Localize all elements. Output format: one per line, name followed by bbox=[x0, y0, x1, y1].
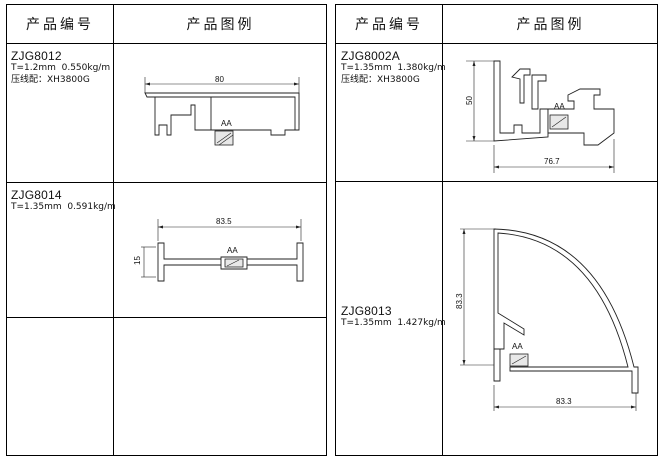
column-divider bbox=[442, 5, 443, 455]
row-divider bbox=[7, 182, 326, 183]
row-divider bbox=[7, 43, 326, 44]
height-dim-label: 15 bbox=[133, 256, 142, 265]
header-product-code: 产品编号 bbox=[355, 17, 423, 33]
width-dim-label: 76.7 bbox=[544, 157, 560, 166]
product-spec: T=1.35mm 1.427kg/m bbox=[341, 318, 446, 328]
product-spec: T=1.2mm 0.550kg/m bbox=[11, 63, 111, 73]
profile-drawing-zjg8013: 83.3 AA 83.3 bbox=[455, 228, 639, 411]
left-product-table: 产品编号 产品图例 ZJG8012 T=1.2mm 0.550kg/m 压线配：… bbox=[6, 4, 327, 456]
insert-label: AA bbox=[512, 342, 523, 351]
product-spec-press: 压线配：XH3800G bbox=[11, 75, 90, 85]
row-divider bbox=[7, 317, 326, 318]
row-divider bbox=[336, 181, 657, 182]
product-code: ZJG8013 bbox=[341, 304, 392, 318]
profile-drawing-zjg8014: 83.5 15 AA bbox=[133, 217, 304, 282]
width-dim-label: 83.5 bbox=[216, 217, 232, 226]
header-product-code: 产品编号 bbox=[26, 17, 94, 33]
right-product-table: 产品编号 产品图例 ZJG8002A T=1.35mm 1.380kg/m 压线… bbox=[335, 4, 658, 456]
row-divider bbox=[336, 43, 657, 44]
height-dim-label: 50 bbox=[465, 96, 474, 105]
product-spec: T=1.35mm 0.591kg/m bbox=[11, 202, 116, 212]
header-product-image: 产品图例 bbox=[516, 17, 585, 33]
width-dim-label: 80 bbox=[215, 75, 224, 84]
height-dim-label: 83.3 bbox=[455, 293, 464, 309]
product-code: ZJG8012 bbox=[11, 49, 62, 63]
insert-label: AA bbox=[554, 102, 565, 111]
profile-drawing-zjg8002a: 50 AA 76.7 bbox=[465, 60, 615, 173]
product-code: ZJG8002A bbox=[341, 49, 400, 63]
profile-drawing-zjg8012: 80 AA bbox=[144, 75, 300, 146]
product-spec: T=1.35mm 1.380kg/m bbox=[341, 63, 446, 73]
product-spec-press: 压线配：XH3800G bbox=[341, 75, 420, 85]
insert-label: AA bbox=[227, 246, 238, 255]
insert-label: AA bbox=[221, 119, 232, 128]
header-product-image: 产品图例 bbox=[186, 17, 255, 33]
product-code: ZJG8014 bbox=[11, 188, 62, 202]
width-dim-label: 83.3 bbox=[556, 397, 572, 406]
column-divider bbox=[113, 5, 114, 455]
